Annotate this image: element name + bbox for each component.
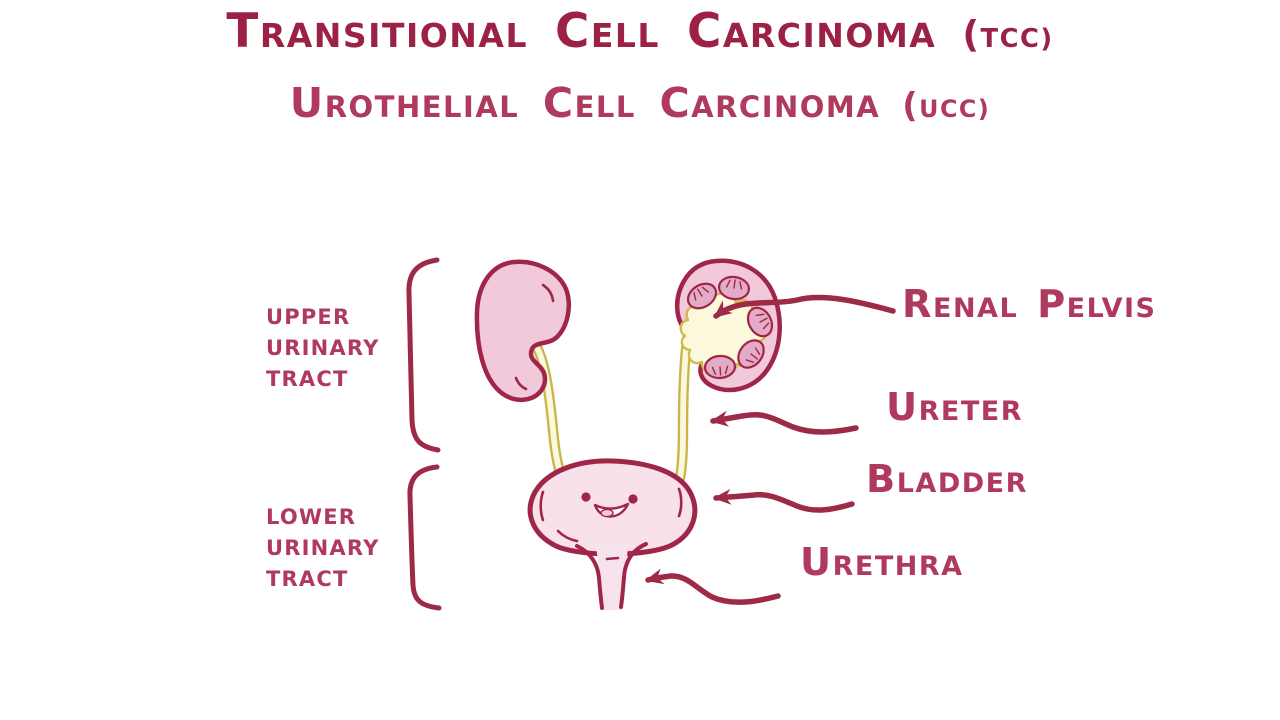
arrow-renal-pelvis (713, 294, 896, 319)
kidney-left-shape (474, 259, 571, 402)
upper-urinary-tract-label: UPPER URINARY TRACT (266, 305, 380, 391)
title-line2-abbr: (UCC) (902, 86, 991, 125)
lower-urinary-tract-label: LOWER URINARY TRACT (266, 505, 380, 591)
arrow-bladder (713, 488, 855, 513)
upper-tract-bracket (406, 257, 441, 453)
ureter-left-shape (530, 340, 568, 484)
renal-pelvis-label: RENAL PELVIS (902, 282, 1157, 327)
bladder-face (581, 492, 638, 518)
ureter-right-shape (674, 328, 694, 484)
title-line1-text: TRANSITIONAL CELL CARCINOMA (226, 5, 937, 59)
arrow-urethra (645, 568, 781, 605)
bladder-label: BLADDER (866, 457, 1028, 502)
page-title: TRANSITIONAL CELL CARCINOMA (TCC) (0, 5, 1280, 59)
title-line1-abbr: (TCC) (962, 13, 1054, 56)
kidney-right-shape (675, 258, 782, 393)
lower-tract-bracket (407, 464, 442, 611)
urethra-label: URETHRA (800, 540, 964, 585)
arrow-ureter (710, 410, 859, 435)
ureter-label: URETER (886, 385, 1024, 430)
title-line2-text: UROTHELIAL CELL CARCINOMA (289, 79, 881, 127)
urethra-shape (575, 542, 648, 610)
page-subtitle: UROTHELIAL CELL CARCINOMA (UCC) (0, 79, 1280, 127)
